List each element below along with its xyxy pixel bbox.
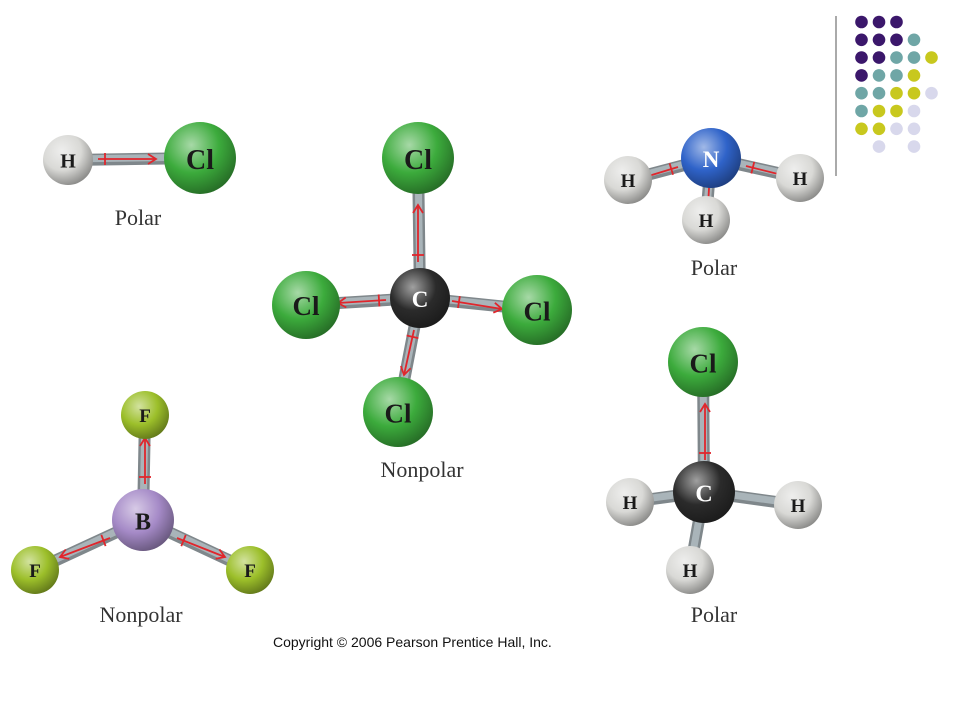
decorative-dot: [872, 140, 886, 153]
decorative-dot: [855, 69, 868, 82]
atom-h: H: [682, 196, 730, 244]
atom-symbol: Cl: [524, 297, 551, 327]
decorative-dot: [907, 69, 921, 82]
polarity-label: Polar: [691, 602, 738, 627]
atom-cl: Cl: [668, 327, 738, 397]
atom-symbol: H: [623, 493, 638, 514]
decorative-dot: [872, 104, 886, 118]
dipole-arrow: [412, 203, 424, 262]
decorative-dot: [855, 104, 868, 118]
decorative-dot: [872, 33, 886, 47]
decorative-dot: [907, 51, 921, 64]
dipole-arrow: [451, 296, 504, 314]
atom-symbol: F: [139, 406, 151, 427]
decorative-dot: [855, 51, 868, 64]
decorative-dot: [925, 51, 938, 64]
decorative-dot: [907, 33, 921, 47]
atom-symbol: H: [793, 169, 808, 190]
atom-symbol: C: [412, 287, 429, 312]
molecule-ch3cl: C ClH H H Polar: [606, 327, 822, 627]
atom-h: H: [666, 546, 714, 594]
atom-symbol: H: [791, 496, 806, 517]
decorative-dot: [872, 69, 886, 82]
decorative-dot: [890, 51, 903, 64]
atom-cl: Cl: [272, 271, 340, 339]
decorative-dot: [925, 86, 938, 100]
polarity-label: Polar: [691, 255, 738, 280]
decorative-dot: [907, 104, 921, 118]
atom-symbol: Cl: [385, 399, 412, 429]
dipole-arrow: [400, 329, 419, 377]
atom-f: F: [11, 546, 59, 594]
atom-symbol: H: [683, 561, 698, 582]
atom-symbol: Cl: [404, 145, 432, 176]
dipole-arrow: [176, 534, 227, 560]
decorative-dot: [907, 140, 921, 153]
atom-h: H: [776, 154, 824, 202]
atom-c: C: [390, 268, 450, 328]
decorative-dot-grid: [855, 15, 938, 153]
atom-f: F: [226, 546, 274, 594]
decorative-dot: [855, 86, 868, 100]
dipole-arrow: [58, 534, 111, 560]
decorative-dot: [890, 104, 903, 118]
decorative-dot: [890, 33, 903, 47]
atom-symbol: Cl: [690, 349, 717, 379]
dipole-arrow: [699, 402, 711, 460]
copyright-text: Copyright © 2006 Pearson Prentice Hall, …: [273, 634, 552, 650]
atom-symbol: Cl: [186, 145, 214, 176]
atom-cl: Cl: [363, 377, 433, 447]
atom-symbol: H: [60, 151, 76, 173]
atom-c: C: [673, 461, 735, 523]
decorative-dot: [890, 86, 903, 100]
atom-symbol: H: [699, 211, 714, 232]
atom-cl: Cl: [164, 122, 236, 194]
atom-f: F: [121, 391, 169, 439]
atom-h: H: [604, 156, 652, 204]
atom-symbol: N: [703, 147, 720, 172]
atom-cl: Cl: [502, 275, 572, 345]
dipole-arrow: [98, 153, 158, 165]
decorative-dot: [855, 33, 868, 47]
atom-h: H: [774, 481, 822, 529]
decorative-dot: [872, 86, 886, 100]
molecule-bf3: B F F F Nonpolar: [11, 391, 274, 627]
decorative-dot: [855, 122, 868, 136]
polarity-label: Polar: [115, 205, 162, 230]
polarity-label: Nonpolar: [99, 602, 183, 627]
atom-h: H: [606, 478, 654, 526]
decorative-dot: [907, 122, 921, 136]
decorative-dot: [872, 122, 886, 136]
decorative-dot: [890, 69, 903, 82]
atom-n: N: [681, 128, 741, 188]
atom-symbol: F: [244, 561, 256, 582]
atom-symbol: H: [621, 171, 636, 192]
atom-symbol: C: [695, 481, 712, 507]
decorative-dot: [907, 86, 921, 100]
decorative-dot: [890, 15, 903, 29]
polarity-label: Nonpolar: [380, 457, 464, 482]
atom-symbol: B: [135, 509, 151, 535]
decorative-dot: [855, 15, 868, 29]
atom-cl: Cl: [382, 122, 454, 194]
molecule-nh3: N H H H Polar: [604, 128, 824, 280]
atom-h: H: [43, 135, 93, 185]
atom-symbol: Cl: [293, 291, 320, 321]
atom-symbol: F: [29, 561, 41, 582]
atom-b: B: [112, 489, 174, 551]
decorative-dot: [872, 15, 886, 29]
decorative-dot: [890, 122, 903, 136]
decorative-dot: [872, 51, 886, 64]
